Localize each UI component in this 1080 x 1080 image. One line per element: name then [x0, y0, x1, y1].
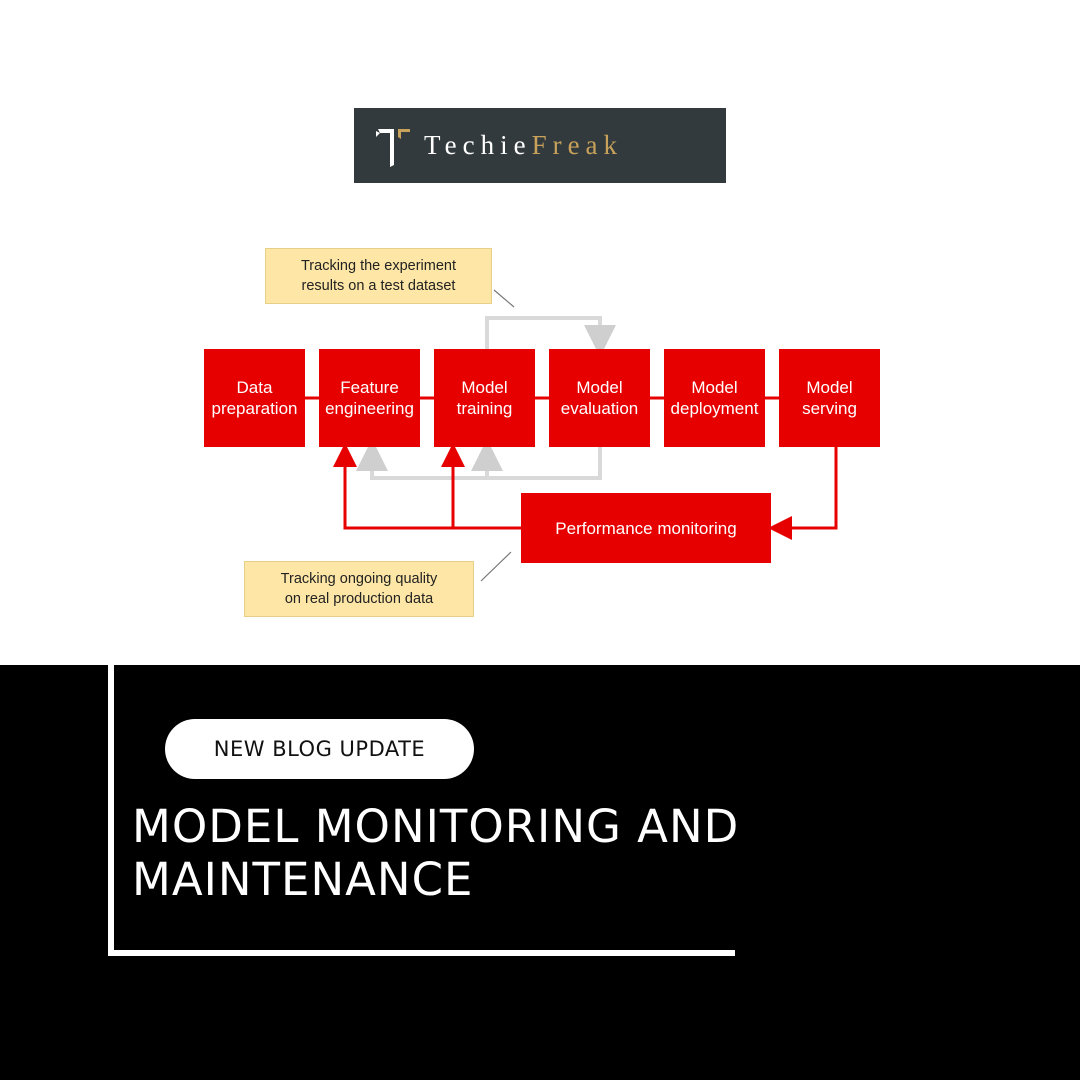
- stage-feature-engineering: Feature engineering: [319, 349, 420, 447]
- frame-bottom-border: [108, 950, 735, 956]
- performance-monitoring-box: Performance monitoring: [521, 493, 771, 563]
- blog-title: MODEL MONITORING AND MAINTENANCE: [132, 800, 752, 906]
- production-note-leader: [480, 551, 512, 582]
- blog-title-line-2: MAINTENANCE: [132, 853, 474, 906]
- new-blog-update-tag: NEW BLOG UPDATE: [165, 719, 474, 779]
- ml-lifecycle-connectors: [305, 289, 838, 582]
- logo-mark-icon: [376, 129, 410, 167]
- experiment-tracking-note: Tracking the experiment results on a tes…: [265, 248, 492, 304]
- experiment-note-leader: [493, 289, 515, 308]
- stage-model-serving: Model serving: [779, 349, 880, 447]
- serving-to-monitoring-arrow: [768, 447, 838, 540]
- techiefreak-logo: TechieFreak: [354, 108, 726, 183]
- stage-model-evaluation: Model evaluation: [549, 349, 650, 447]
- stage-model-training: Model training: [434, 349, 535, 447]
- experiment-loop-top: [485, 316, 616, 357]
- blog-title-line-1: MODEL MONITORING AND: [132, 800, 740, 853]
- frame-left-border: [108, 665, 114, 956]
- stage-model-deployment: Model deployment: [664, 349, 765, 447]
- production-tracking-note: Tracking ongoing quality on real product…: [244, 561, 474, 617]
- stage-data-preparation: Data preparation: [204, 349, 305, 447]
- monitoring-to-feature-arrow: [333, 443, 521, 530]
- logo-wordmark: TechieFreak: [424, 130, 624, 160]
